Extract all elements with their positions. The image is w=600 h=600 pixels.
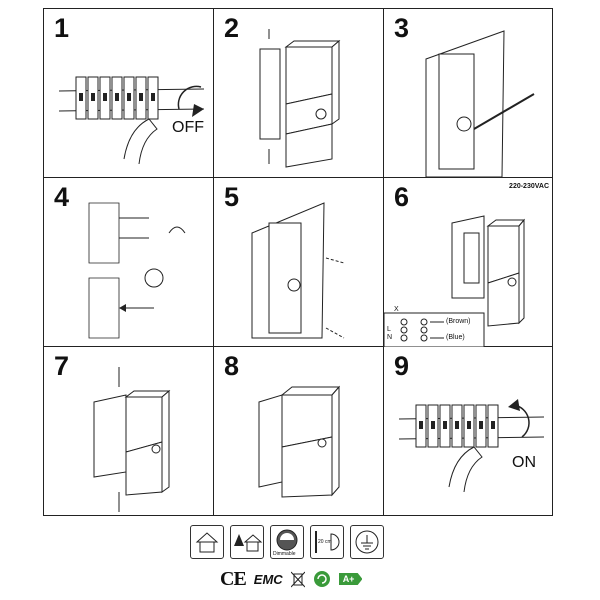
mounting-plate-illustration <box>425 30 535 178</box>
energy-class-badge: A+ <box>338 573 363 585</box>
step-number: 7 <box>54 351 70 381</box>
distance-label: 20 cm <box>318 539 332 545</box>
grid-divider <box>213 9 214 515</box>
step-number: 3 <box>394 13 410 43</box>
lamp-disassembly-illustration <box>259 29 341 168</box>
terminal-x: X <box>394 306 399 313</box>
breaker-on-illustration <box>398 399 545 493</box>
symbol-row: Dimmable 20 cm <box>190 525 384 559</box>
terminal-l: L <box>387 326 391 333</box>
earth-class-icon <box>350 525 384 559</box>
weee-bin-icon <box>290 571 305 588</box>
step-7-panel: 7 <box>44 347 214 516</box>
step-number: 9 <box>394 351 410 381</box>
indoor-use-icon <box>190 525 224 559</box>
step-5-panel: 5 <box>214 178 384 347</box>
step-4-panel: 4 <box>44 178 214 347</box>
grid-divider <box>44 346 552 347</box>
grid-divider <box>383 9 384 515</box>
brown-wire-label: (Brown) <box>446 318 471 325</box>
ce-mark: CE <box>220 567 247 590</box>
outdoor-use-icon <box>230 525 264 559</box>
voltage-label: 220-230VAC <box>509 183 549 190</box>
step-number: 1 <box>54 13 70 43</box>
step-1-panel: 1 OFF <box>44 9 214 178</box>
recycle-icon <box>313 571 330 587</box>
emc-mark: EMC <box>253 571 283 587</box>
instruction-grid: 1 OFF 2 <box>43 8 553 516</box>
step-number: 5 <box>224 182 240 212</box>
step-number: 4 <box>54 182 70 212</box>
terminal-n: N <box>387 334 393 341</box>
lamp-mounting-illustration <box>93 367 171 512</box>
min-distance-icon: 20 cm <box>310 525 344 559</box>
step-3-panel: 3 <box>384 9 554 178</box>
wall-drilling-illustration <box>88 202 186 339</box>
grid-divider <box>44 177 552 178</box>
dimmable-icon: Dimmable <box>270 525 304 559</box>
plate-screwing-illustration <box>251 202 345 339</box>
dimmable-label: Dimmable <box>273 551 296 557</box>
step-number: 8 <box>224 351 240 381</box>
step-8-panel: 8 <box>214 347 384 516</box>
step-9-panel: 9 ON <box>384 347 554 516</box>
blue-wire-label: (Blue) <box>446 334 465 341</box>
step-number: 2 <box>224 13 240 43</box>
breaker-off-illustration <box>58 76 205 165</box>
lamp-installed-illustration <box>258 385 341 498</box>
on-label: ON <box>512 454 536 471</box>
step-number: 6 <box>394 182 410 212</box>
wiring-illustration <box>384 215 526 347</box>
certification-row: CE EMC A+ <box>220 567 363 590</box>
step-2-panel: 2 <box>214 9 384 178</box>
off-label: OFF <box>172 119 204 136</box>
step-6-panel: 6 220-230VAC X L N (Brown) (Blue) <box>384 178 554 347</box>
